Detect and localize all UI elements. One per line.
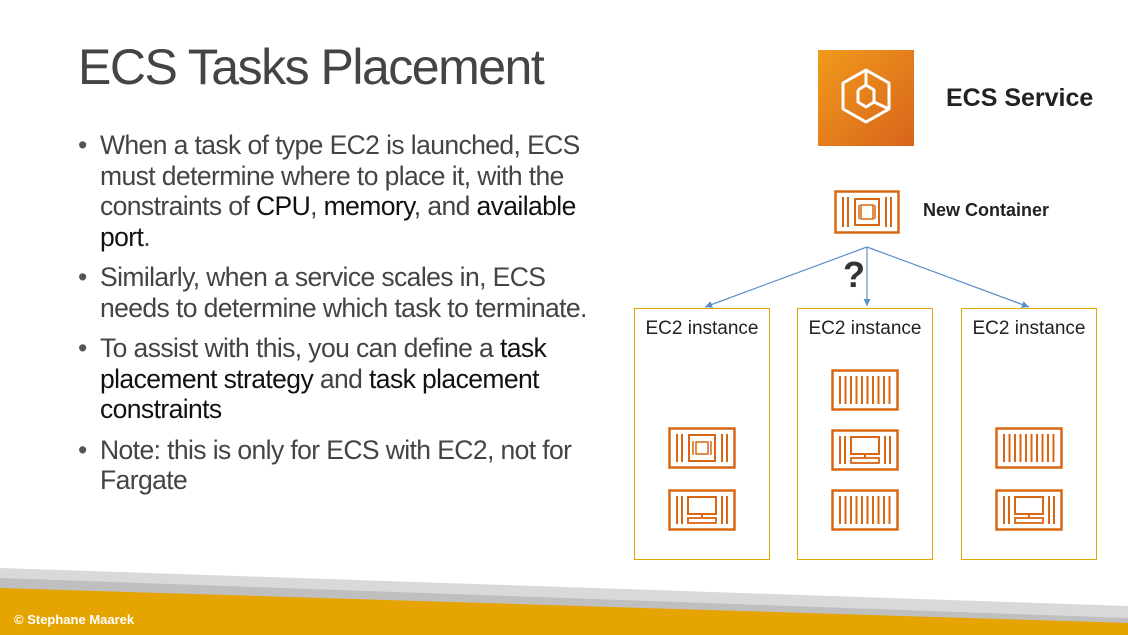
ec2-instance-label: EC2 instance xyxy=(972,318,1086,339)
arrow-to-instance-3 xyxy=(866,246,1030,308)
bullet-text: and xyxy=(313,363,370,394)
ec2-instance-box: EC2 instance xyxy=(961,308,1097,560)
container-monitor-icon xyxy=(668,489,736,536)
container-barcode-icon xyxy=(831,369,899,416)
container-barcode-icon xyxy=(995,427,1063,474)
question-mark: ? xyxy=(843,254,865,295)
ec2-instance-label: EC2 instance xyxy=(808,318,922,339)
container-monitor-icon xyxy=(995,489,1063,536)
bullet-item: Note: this is only for ECS with EC2, not… xyxy=(78,435,598,496)
bullet-item: To assist with this, you can define a ta… xyxy=(78,333,598,425)
page-title: ECS Tasks Placement xyxy=(78,39,545,95)
ec2-instance-label: EC2 instance xyxy=(645,318,759,339)
bullet-text: To assist with this, you can define a xyxy=(100,333,500,363)
new-container-label: New Container xyxy=(923,200,1050,220)
bullet-text: When a task of type EC2 is launched, ECS… xyxy=(100,130,580,221)
emphasis-text: memory xyxy=(323,191,415,221)
container-barcode-icon xyxy=(831,489,899,536)
ecs-service-label: ECS Service xyxy=(946,84,1094,112)
bullet-text: Note: this is only for ECS with EC2, not… xyxy=(100,434,572,496)
bullet-text: Similarly, when a service scales in, ECS… xyxy=(100,262,587,323)
container-chip-icon xyxy=(668,427,736,474)
emphasis-text: CPU xyxy=(255,191,311,221)
bullet-text: . xyxy=(143,221,151,252)
new-container-icon xyxy=(834,190,900,239)
ecs-service-icon xyxy=(818,50,914,146)
ec2-instance-box: EC2 instance xyxy=(797,308,933,560)
bullet-text: , and xyxy=(413,191,477,221)
emphasis-text: task placement strategy xyxy=(100,333,547,394)
emphasis-text: task placement constraints xyxy=(100,363,539,425)
bullet-text: , xyxy=(310,191,324,221)
copyright-text: © Stephane Maarek xyxy=(14,612,135,627)
arrow-to-instance-1 xyxy=(704,246,868,308)
container-monitor-icon xyxy=(831,429,899,476)
bullet-list: When a task of type EC2 is launched, ECS… xyxy=(78,130,598,506)
emphasis-text: available port xyxy=(100,191,576,252)
bullet-item: Similarly, when a service scales in, ECS… xyxy=(78,262,598,323)
bullet-item: When a task of type EC2 is launched, ECS… xyxy=(78,130,598,252)
ec2-instance-box: EC2 instance xyxy=(634,308,770,560)
